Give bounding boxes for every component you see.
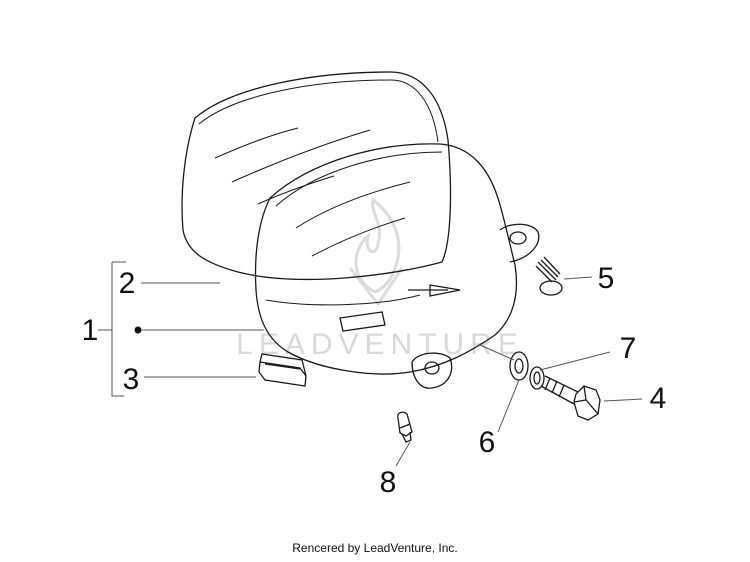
instrument-housing [254, 143, 540, 389]
callout-8: 8 [380, 466, 397, 499]
footer-credit: Rencered by LeadVenture, Inc. [292, 541, 458, 555]
callout-3: 3 [123, 363, 140, 396]
callout-2: 2 [119, 267, 136, 300]
leader-lines [98, 261, 643, 467]
foam-block [258, 353, 307, 387]
callout-4: 4 [650, 382, 667, 415]
bulb [397, 411, 413, 443]
spring-washer [529, 366, 545, 390]
callout-7: 7 [620, 332, 637, 365]
callout-1: 1 [82, 314, 99, 347]
assembly-dot [134, 326, 142, 334]
flame-logo-icon [348, 197, 404, 307]
lens-cover [181, 71, 452, 281]
self-tapping-screw [535, 256, 563, 296]
hex-bolt [540, 375, 601, 421]
watermark-text: LEADVENTURE [236, 328, 524, 361]
callout-5: 5 [598, 262, 615, 295]
watermark: LEADVENTURE [236, 197, 524, 361]
callout-6: 6 [479, 426, 496, 459]
